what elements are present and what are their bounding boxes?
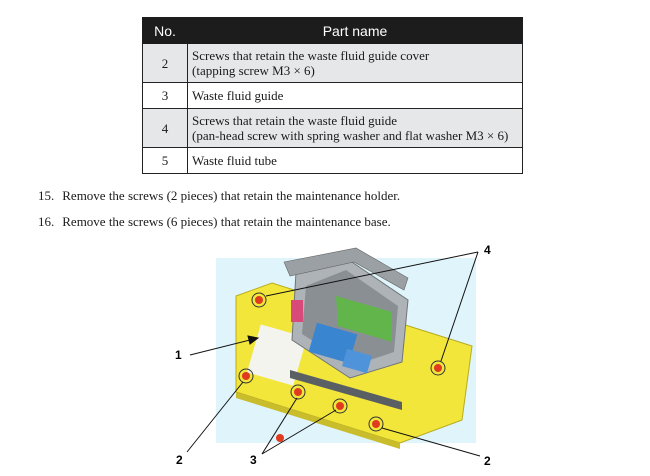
step-number: 15.	[38, 188, 55, 203]
leader-line-4b	[440, 251, 479, 362]
leader-line-4a	[265, 251, 479, 297]
leader-line-3b	[261, 409, 337, 455]
screw-ring	[368, 416, 384, 432]
callout-4: 4	[484, 243, 491, 257]
lower-rail	[290, 370, 402, 410]
callout-2-right: 2	[484, 454, 491, 468]
table-row: 4 Screws that retain the waste fluid gui…	[142, 108, 523, 148]
part-name-detail: (tapping screw M3 × 6)	[192, 63, 315, 78]
screw-ring	[251, 292, 267, 308]
part-number: 3	[142, 82, 188, 109]
screw-icon	[434, 364, 442, 372]
leader-line-2-right	[381, 427, 481, 457]
blue-cap-unit	[342, 348, 372, 374]
leader-line-1	[189, 337, 259, 356]
step-16: 16. Remove the screws (6 pieces) that re…	[38, 214, 391, 230]
callout-3: 3	[250, 453, 257, 467]
screw-ring	[290, 384, 306, 400]
arrowhead	[247, 335, 260, 345]
part-name: Waste fluid guide	[187, 82, 523, 109]
part-name-line: Screws that retain the waste fluid guide	[192, 113, 398, 128]
screw-markers	[238, 292, 446, 442]
blue-cap-unit	[308, 322, 358, 364]
step-text: Remove the screws (6 pieces) that retain…	[62, 214, 391, 229]
screw-ring	[430, 360, 446, 376]
table-row: 3 Waste fluid guide	[142, 82, 523, 109]
table-row: 2 Screws that retain the waste fluid gui…	[142, 43, 523, 83]
step-text: Remove the screws (2 pieces) that retain…	[62, 188, 401, 203]
part-name: Waste fluid tube	[187, 147, 523, 174]
screw-icon	[255, 296, 263, 304]
part-name-line: Screws that retain the waste fluid guide…	[192, 48, 430, 63]
part-number: 5	[142, 147, 188, 174]
callout-2-left: 2	[176, 453, 183, 467]
screw-icon	[372, 420, 380, 428]
screw-ring	[332, 398, 348, 414]
green-assembly	[336, 296, 392, 342]
parts-table: No. Part name 2 Screws that retain the w…	[142, 17, 523, 174]
leader-line-2-left	[186, 381, 244, 453]
top-rail	[283, 247, 409, 291]
pink-part	[291, 300, 303, 322]
leader-lines	[186, 251, 481, 457]
part-name: Screws that retain the waste fluid guide…	[187, 43, 523, 83]
header-no: No.	[142, 17, 188, 44]
leader-line-3a	[261, 397, 298, 455]
screw-icon	[276, 434, 284, 442]
screw-icon	[336, 402, 344, 410]
screw-icon	[242, 372, 250, 380]
table-row: 5 Waste fluid tube	[142, 147, 523, 174]
screw-icon	[294, 388, 302, 396]
part-name: Screws that retain the waste fluid guide…	[187, 108, 523, 148]
callout-1: 1	[175, 348, 182, 362]
screw-ring	[238, 368, 254, 384]
step-15: 15. Remove the screws (2 pieces) that re…	[38, 188, 400, 204]
part-name-detail: (pan-head screw with spring washer and f…	[192, 128, 509, 143]
step-number: 16.	[38, 214, 55, 229]
